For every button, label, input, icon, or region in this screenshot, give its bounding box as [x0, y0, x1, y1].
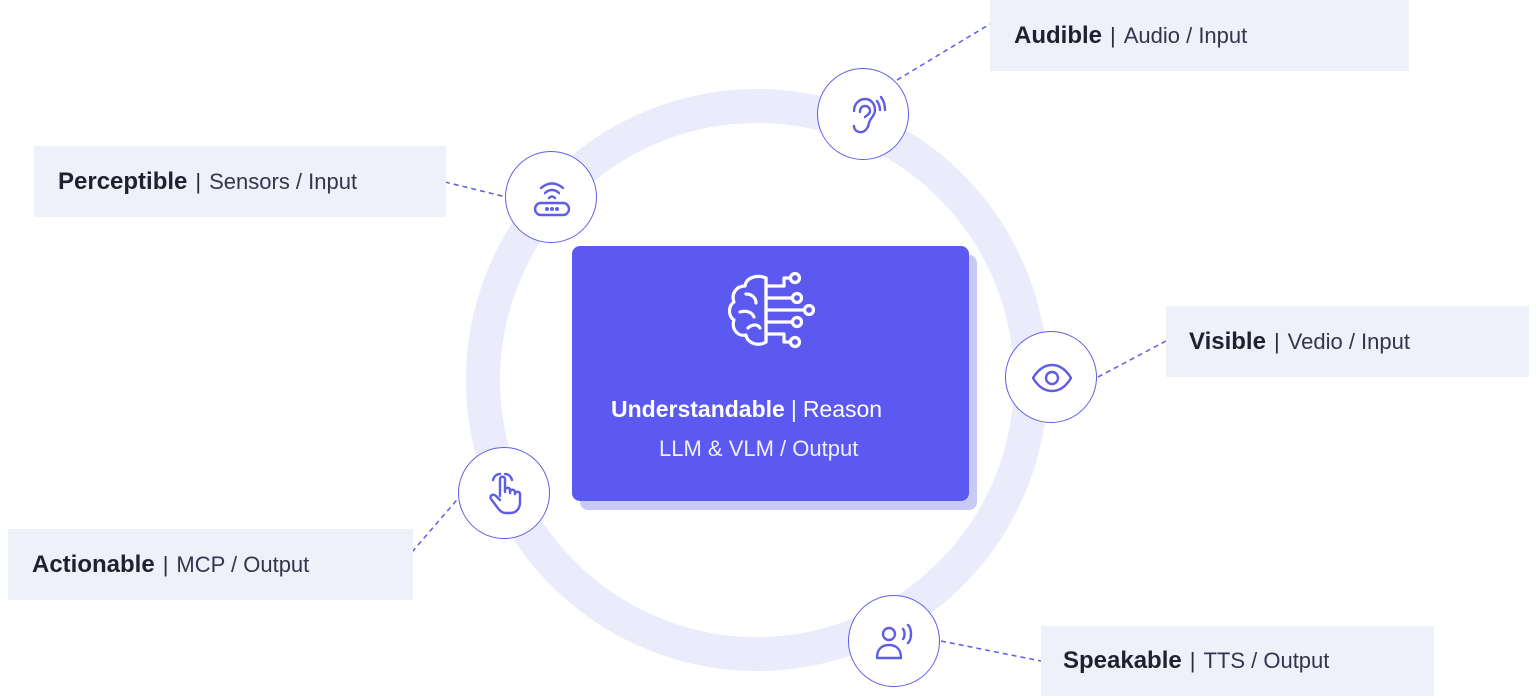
connector-speakable	[940, 640, 1042, 662]
speaking-person-icon	[875, 623, 913, 660]
connector-actionable	[411, 493, 463, 553]
label-title: Actionable	[32, 550, 155, 578]
label-subtitle: Audio / Input	[1123, 22, 1248, 48]
connector-perceptible	[444, 181, 507, 198]
brain-circuit-icon	[726, 271, 818, 350]
label-separator: |	[162, 551, 169, 577]
center-title: Understandable	[611, 396, 785, 422]
pointer-hand-icon	[489, 472, 522, 515]
label-speakable: Speakable | TTS / Output	[1041, 626, 1434, 696]
label-audible: Audible | Audio / Input	[990, 0, 1409, 71]
center-subtitle: Reason	[802, 396, 883, 422]
connector-audible	[896, 23, 991, 81]
label-subtitle: Sensors / Input	[209, 168, 358, 194]
connector-visible	[1097, 340, 1167, 378]
label-subtitle: Vedio / Input	[1287, 328, 1410, 354]
label-separator: |	[1110, 22, 1116, 48]
node-audible	[817, 68, 909, 160]
eye-icon	[1031, 363, 1073, 393]
label-visible: Visible | Vedio / Input	[1166, 306, 1529, 377]
label-title: Speakable	[1063, 647, 1182, 674]
label-subtitle: MCP / Output	[176, 551, 310, 577]
label-title: Perceptible	[58, 167, 188, 195]
center-card: Understandable|Reason LLM & VLM / Output	[572, 246, 969, 501]
label-perceptible: Perceptible | Sensors / Input	[34, 146, 446, 217]
label-separator: |	[195, 168, 202, 194]
node-speakable	[848, 595, 940, 687]
center-title-line: Understandable|Reason	[611, 396, 882, 423]
ear-icon	[852, 95, 887, 134]
sensor-wifi-icon	[533, 182, 571, 217]
label-title: Audible	[1014, 21, 1102, 49]
center-separator: |	[790, 396, 797, 422]
node-actionable	[458, 447, 550, 539]
label-title: Visible	[1189, 327, 1266, 355]
label-separator: |	[1189, 648, 1196, 673]
label-subtitle: TTS / Output	[1203, 648, 1330, 673]
node-visible	[1005, 331, 1097, 423]
label-actionable: Actionable | MCP / Output	[8, 529, 413, 600]
node-perceptible	[505, 151, 597, 243]
label-separator: |	[1273, 328, 1280, 354]
center-detail: LLM & VLM / Output	[659, 436, 859, 461]
